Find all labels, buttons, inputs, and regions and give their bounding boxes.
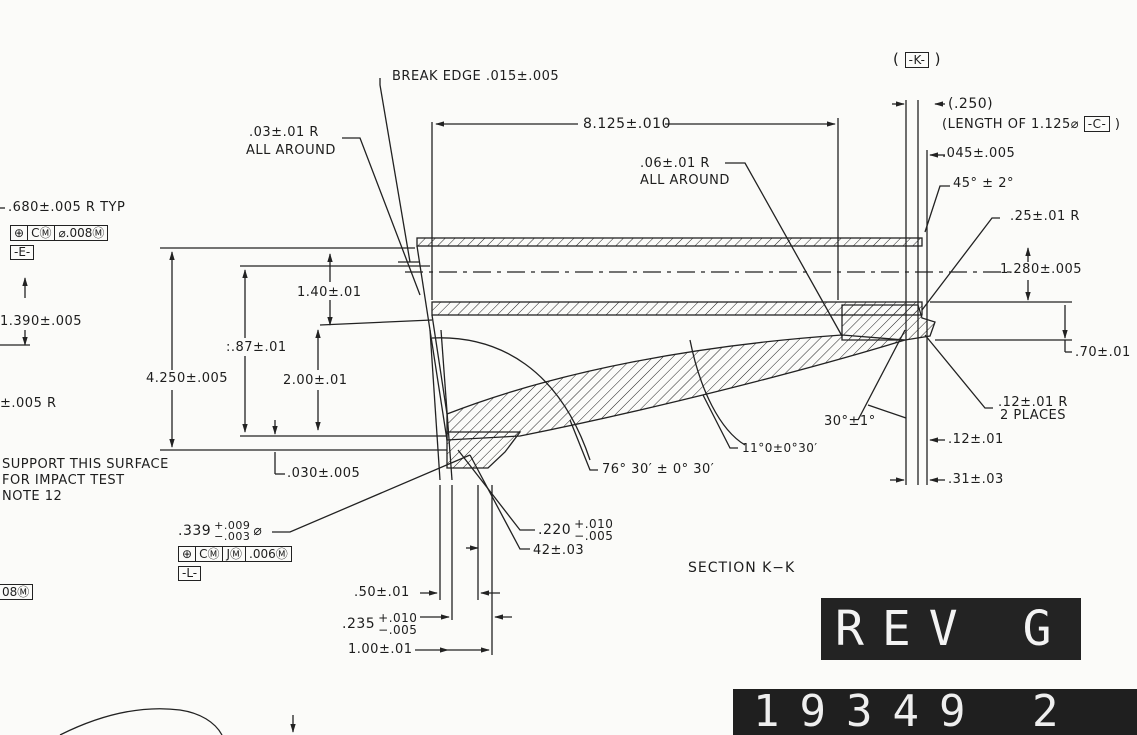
dim-220-minus: −.005 — [574, 529, 614, 543]
bottom-flange — [446, 431, 522, 469]
dim-220: .220 +.010 −.005 — [538, 518, 613, 542]
drawing-number-box: 19349 2 — [733, 689, 1137, 735]
angle-30: 30°±1° — [824, 414, 876, 429]
dim-100: 1.00±.01 — [348, 642, 413, 657]
fcf-e-sym: ⊕ — [11, 226, 29, 240]
angle-76: 76° 30′ ± 0° 30′ — [602, 462, 715, 477]
length-of-note: (LENGTH OF 1.125⌀ -C- ) — [942, 116, 1121, 132]
dim-8125: 8.125±.010 — [583, 116, 671, 132]
fcf-e: ⊕ CⓂ ⌀.008Ⓜ — [10, 225, 109, 241]
fcf-l-datum-j: JⓂ — [223, 547, 246, 561]
dim-50: .50±.01 — [354, 585, 410, 600]
all-around-1: ALL AROUND — [246, 143, 336, 158]
dia-339-symbol: ⌀ — [253, 523, 263, 539]
dim-235-minus: −.005 — [378, 623, 418, 637]
all-around-2: ALL AROUND — [640, 173, 730, 188]
fcf-partial: 08Ⓜ — [0, 584, 34, 600]
fcf-l-tol: .006Ⓜ — [249, 547, 288, 561]
dim-140: 1.40±.01 — [297, 285, 362, 300]
dim-12: .12±.01 — [948, 432, 1004, 447]
dia-339-plus: +.009 — [214, 519, 251, 532]
dim-235-value: .235 — [342, 616, 376, 632]
angle-11: 11°0±0°30′ — [742, 441, 818, 455]
dia-339: .339 +.009 −.003 ⌀ — [178, 520, 262, 542]
length-of-text: (LENGTH OF 1.125⌀ — [942, 117, 1080, 132]
fcf-e-datum: CⓂ — [28, 226, 56, 240]
dim-42: 42±.03 — [533, 543, 585, 558]
support-note: SUPPORT THIS SURFACE — [2, 457, 169, 472]
datum-e: -E- — [10, 245, 35, 260]
lower-tube-wall — [431, 301, 923, 316]
dim-87: :.87±.01 — [226, 340, 287, 355]
angle-45: 45° ± 2° — [953, 176, 1014, 191]
fcf-l-sym: ⊕ — [179, 547, 197, 561]
tapered-web — [446, 334, 906, 441]
radius-680: .680±.005 R TYP — [8, 200, 126, 215]
radius-06: .06±.01 R — [640, 156, 710, 171]
dim-235-plus: +.010 — [378, 611, 418, 625]
dim-220-plus: +.010 — [574, 517, 614, 531]
dim-045: .045±.005 — [942, 146, 1016, 161]
top-tube-wall — [416, 237, 923, 247]
fcf-e-tol: ⌀.008Ⓜ — [58, 226, 105, 240]
dim-70: .70±.01 — [1075, 345, 1131, 360]
radius-25: .25±.01 R — [1010, 209, 1080, 224]
dim-235: .235 +.010 −.005 — [342, 612, 417, 636]
fcf-partial-tol: 08Ⓜ — [2, 585, 30, 599]
datum-c: -C- — [1083, 116, 1111, 132]
radius-12: .12±.01 R — [998, 395, 1068, 410]
dim-030: .030±.005 — [287, 466, 361, 481]
section-label: SECTION K−K — [688, 560, 796, 576]
ref-250: (.250) — [948, 96, 994, 112]
datum-k-label: ( -K- ) — [893, 50, 942, 68]
dia-339-value: .339 — [178, 523, 212, 539]
dia-339-minus: −.003 — [214, 530, 251, 543]
impact-note: FOR IMPACT TEST — [2, 473, 125, 488]
dim-1280: 1.280±.005 — [1000, 262, 1083, 277]
datum-l: -L- — [178, 566, 202, 581]
dim-1390: 1.390±.005 — [0, 314, 83, 329]
two-places: 2 PLACES — [1000, 408, 1066, 423]
radius-005: ±.005 R — [0, 396, 57, 411]
radius-03: .03±.01 R — [249, 125, 319, 140]
fcf-l-datum-c: CⓂ — [196, 547, 224, 561]
fcf-l: ⊕ CⓂ JⓂ .006Ⓜ — [178, 546, 292, 562]
dim-220-value: .220 — [538, 522, 572, 538]
datum-k: -K- — [904, 52, 930, 68]
dim-4250: 4.250±.005 — [146, 371, 229, 386]
dim-200: 2.00±.01 — [283, 373, 348, 388]
dim-31: .31±.03 — [948, 472, 1004, 487]
break-edge-note: BREAK EDGE .015±.005 — [392, 69, 560, 84]
note-12: NOTE 12 — [2, 489, 63, 504]
revision-box: REV G — [821, 598, 1081, 660]
